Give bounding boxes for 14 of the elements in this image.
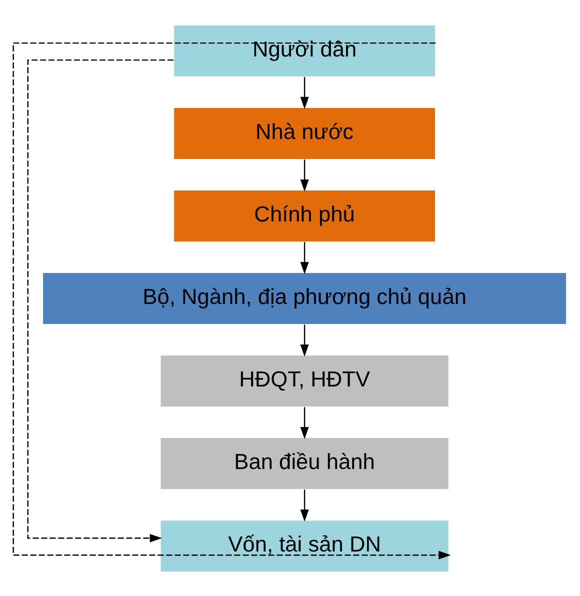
arrow [300, 242, 309, 274]
arrow [300, 489, 309, 522]
node-box: Ban điều hành [160, 436, 450, 490]
arrow [300, 159, 309, 192]
node-box: Chính phủ [172, 188, 436, 242]
node-box: Người dân [172, 24, 436, 78]
node-box: HĐQT, HĐTV [160, 354, 450, 408]
node-box: Nhà nước [172, 106, 436, 160]
arrow [300, 76, 309, 109]
arrow [12, 42, 451, 559]
arrow [300, 324, 309, 356]
node-box: Bộ, Ngành, địa phương chủ quản [42, 271, 568, 325]
arrow [300, 406, 309, 439]
arrow [27, 58, 174, 542]
